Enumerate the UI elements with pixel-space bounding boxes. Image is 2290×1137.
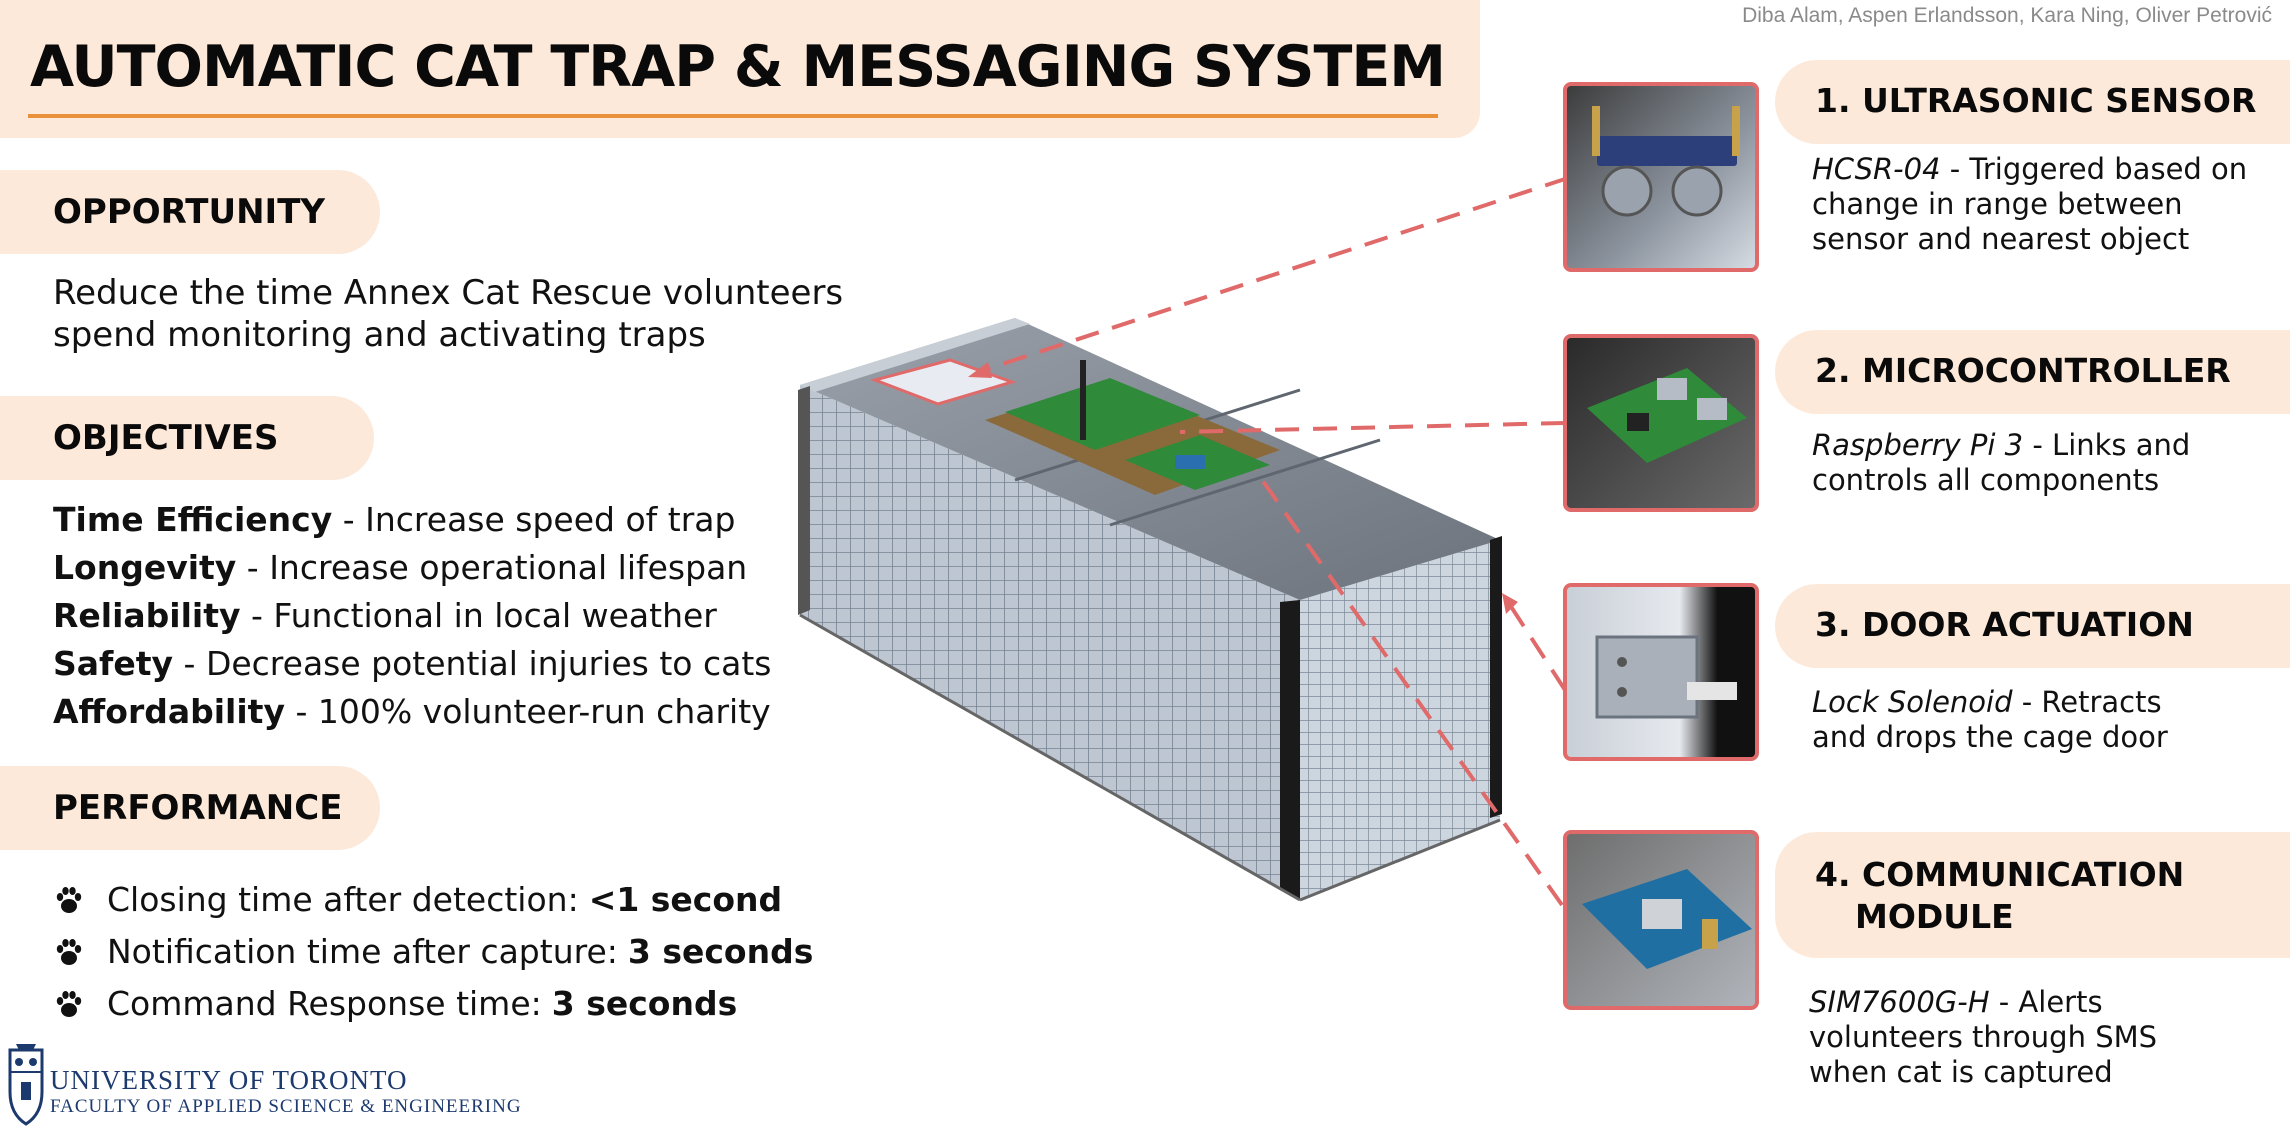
objective-desc: - 100% volunteer-run charity: [284, 692, 771, 731]
microcontroller-photo: [1563, 334, 1759, 512]
performance-item: Notification time after capture:3 second…: [53, 932, 813, 971]
component-4-desc-line: volunteers through SMS: [1809, 1020, 2158, 1054]
component-2-desc-line: - Links and: [2023, 428, 2191, 462]
performance-value: 3 seconds: [627, 932, 814, 971]
opportunity-heading: OPPORTUNITY: [53, 192, 326, 232]
component-3-title: 3. DOOR ACTUATION: [1815, 605, 2194, 644]
cat-trap-cage-illustration: [798, 318, 1502, 902]
objective-item: Time Efficiency - Increase speed of trap: [53, 500, 735, 539]
objective-item: Affordability - 100% volunteer-run chari…: [53, 692, 771, 731]
objective-term: Affordability: [53, 692, 285, 731]
uoft-logo: UNIVERSITY OF TORONTO FACULTY OF APPLIED…: [6, 1040, 536, 1132]
component-2-title: 2. MICROCONTROLLER: [1815, 351, 2231, 390]
page-title: AUTOMATIC CAT TRAP & MESSAGING SYSTEM: [30, 34, 1446, 100]
sim-module-image: [1582, 869, 1752, 969]
component-4-pill: 4. COMMUNICATION MODULE: [1775, 832, 2290, 958]
component-1-part: HCSR-04: [1812, 152, 1941, 186]
objective-desc: - Decrease potential injuries to cats: [173, 644, 772, 683]
objective-term: Time Efficiency: [53, 500, 333, 539]
component-3-desc: Lock Solenoid - Retracts and drops the c…: [1812, 685, 2168, 755]
objective-desc: - Increase operational lifespan: [236, 548, 748, 587]
opportunity-heading-pill: OPPORTUNITY: [0, 170, 380, 254]
objective-term: Longevity: [53, 548, 237, 587]
door-actuation-photo: [1563, 583, 1759, 761]
title-underline: [28, 114, 1438, 118]
performance-item: Command Response time:3 seconds: [53, 984, 737, 1023]
component-4-desc: SIM7600G-H - Alerts volunteers through S…: [1809, 985, 2157, 1090]
uoft-name: UNIVERSITY OF TORONTO: [50, 1065, 408, 1095]
component-2-desc-line: controls all components: [1812, 463, 2160, 497]
performance-heading-pill: PERFORMANCE: [0, 766, 380, 850]
objective-item: Safety - Decrease potential injuries to …: [53, 644, 771, 683]
performance-value: 3 seconds: [551, 984, 738, 1023]
component-1-desc-line: change in range between: [1812, 187, 2183, 221]
objective-item: Longevity - Increase operational lifespa…: [53, 548, 747, 587]
opportunity-line-1: Reduce the time Annex Cat Rescue volunte…: [53, 273, 844, 313]
component-2-desc: Raspberry Pi 3 - Links and controls all …: [1812, 428, 2190, 498]
objective-item: Reliability - Functional in local weathe…: [53, 596, 717, 635]
component-1-desc-line: sensor and nearest object: [1812, 222, 2190, 256]
performance-item: Closing time after detection:<1 second: [53, 880, 782, 919]
objectives-heading-pill: OBJECTIVES: [0, 396, 374, 480]
component-3-desc-line: and drops the cage door: [1812, 720, 2168, 754]
uoft-crest-icon: [8, 1044, 44, 1126]
paw-icon: [56, 990, 82, 1017]
authors: Diba Alam, Aspen Erlandsson, Kara Ning, …: [1742, 4, 2272, 27]
objective-term: Reliability: [53, 596, 241, 635]
component-1-title: 1. ULTRASONIC SENSOR: [1815, 81, 2257, 120]
communication-module-photo: [1563, 830, 1759, 1010]
component-4-desc-line: when cat is captured: [1809, 1055, 2113, 1089]
component-2-pill: 2. MICROCONTROLLER: [1775, 330, 2290, 414]
component-4-title-line-1: 4. COMMUNICATION: [1815, 855, 2185, 894]
component-1-desc-line: - Triggered based on: [1940, 152, 2248, 186]
objective-term: Safety: [53, 644, 174, 683]
objective-desc: - Increase speed of trap: [332, 500, 736, 539]
raspberry-pi-image: [1587, 368, 1747, 463]
component-4-desc-line: - Alerts: [1989, 985, 2103, 1019]
performance-value: <1 second: [588, 880, 783, 919]
component-1-pill: 1. ULTRASONIC SENSOR: [1775, 60, 2290, 144]
objective-desc: - Functional in local weather: [240, 596, 717, 635]
objectives-heading: OBJECTIVES: [53, 418, 279, 458]
performance-label: Command Response time:: [107, 984, 542, 1023]
ultrasonic-sensor-photo: [1563, 82, 1759, 272]
component-4-part: SIM7600G-H: [1809, 985, 1990, 1019]
component-3-pill: 3. DOOR ACTUATION: [1775, 584, 2290, 668]
component-1-desc: HCSR-04 - Triggered based on change in r…: [1812, 152, 2247, 257]
component-3-part: Lock Solenoid: [1812, 685, 2013, 719]
component-4-title-line-2: MODULE: [1855, 897, 2014, 936]
paw-icon: [56, 886, 82, 913]
performance-label: Notification time after capture:: [107, 932, 618, 971]
performance-label: Closing time after detection:: [107, 880, 579, 919]
opportunity-line-2: spend monitoring and activating traps: [53, 315, 706, 355]
ultrasonic-sensor-image: [1592, 106, 1740, 217]
performance-heading: PERFORMANCE: [53, 788, 343, 828]
paw-icon: [56, 938, 82, 965]
title-band: AUTOMATIC CAT TRAP & MESSAGING SYSTEM: [0, 0, 1480, 138]
component-3-desc-line: - Retracts: [2012, 685, 2162, 719]
component-2-part: Raspberry Pi 3: [1812, 428, 2024, 462]
lock-solenoid-image: [1595, 635, 1737, 719]
uoft-faculty: FACULTY OF APPLIED SCIENCE & ENGINEERING: [50, 1096, 522, 1117]
